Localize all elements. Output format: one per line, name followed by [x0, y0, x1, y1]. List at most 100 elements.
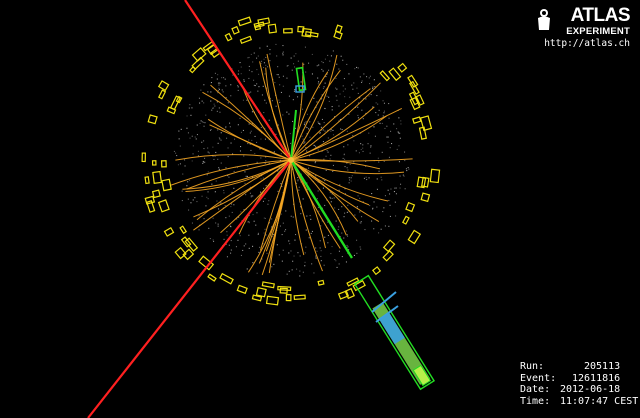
tracker-hit [387, 136, 389, 138]
tracker-hit [300, 181, 302, 183]
tracker-hit [402, 174, 404, 176]
tracker-hit [398, 161, 400, 163]
tracker-hit [317, 149, 319, 151]
tracker-hit [275, 105, 277, 107]
tracker-hit [395, 215, 397, 217]
event-row: Event:12611816 [520, 373, 638, 385]
tracker-hit [256, 83, 258, 85]
tracker-hit [271, 226, 273, 228]
tracker-hit [186, 185, 188, 187]
time-value: 11:07:47 CEST [560, 395, 639, 407]
calorimeter-tower [151, 160, 157, 166]
tracker-hit [227, 156, 229, 158]
tracker-hit [264, 228, 266, 230]
tracker-hit [394, 187, 396, 189]
tracker-hit [320, 250, 322, 252]
tracker-hit [262, 177, 264, 179]
tracker-hit [251, 71, 253, 73]
tracker-hit [240, 211, 242, 213]
tracker-hit [217, 223, 219, 225]
tracker-hit [290, 215, 292, 217]
calorimeter-tower [333, 30, 343, 40]
tracker-hit [318, 64, 320, 66]
tracker-hit [325, 76, 327, 78]
calorimeter-tower [265, 295, 280, 306]
tracker-hit [231, 211, 233, 213]
tracker-hit [291, 269, 293, 271]
muon-track-upper [184, 0, 292, 161]
atlas-figure-icon [538, 9, 550, 30]
tracker-hit [245, 243, 247, 245]
calorimeter-tower [283, 28, 293, 34]
tracker-hit [323, 158, 325, 160]
tracker-hit [282, 51, 284, 53]
tracker-hit [319, 123, 321, 125]
tracker-hit [264, 138, 266, 140]
tracker-hit [344, 212, 346, 214]
tracker-hit [248, 222, 250, 224]
tracker-hit [359, 246, 361, 248]
tracker-hit [260, 191, 262, 193]
tracker-hit [203, 84, 205, 86]
tracker-hit [348, 73, 350, 75]
tracker-hit [258, 73, 260, 75]
tracker-hit [184, 165, 186, 167]
tracker-hit [318, 87, 320, 89]
tracker-hit [306, 182, 308, 184]
tracker-hit [315, 175, 317, 177]
tracker-hit [223, 192, 225, 194]
tracker-hit [378, 232, 380, 234]
tracker-hit [349, 163, 351, 165]
tracker-hit [365, 165, 367, 167]
tracker-hit [376, 95, 378, 97]
tracker-hit [200, 120, 202, 122]
tracker-hit [277, 190, 279, 192]
tracker-hit [400, 183, 402, 185]
tracker-hit [346, 162, 348, 164]
tracker-hit [319, 132, 321, 134]
tracker-hit [226, 231, 228, 233]
tracker-hit [201, 195, 203, 197]
tracker-hit [250, 196, 252, 198]
tracker-hit [380, 228, 382, 230]
tracker-hit [288, 252, 290, 254]
tracker-hit [248, 139, 250, 141]
calorimeter-tower [166, 106, 177, 115]
tracker-hit [214, 191, 216, 193]
tracker-hit [335, 260, 337, 262]
tracker-hit [327, 221, 329, 223]
calorimeter-tower [160, 160, 167, 168]
tracker-hit [212, 146, 214, 148]
tracker-hit [317, 77, 319, 79]
tracker-hit [226, 234, 228, 236]
tracker-hit [336, 266, 338, 268]
tracker-hit [348, 113, 350, 115]
tracker-hit [377, 114, 379, 116]
calorimeter-tower [151, 189, 161, 199]
tracker-hit [384, 195, 386, 197]
tracker-hit [327, 151, 329, 153]
tracker-hit [280, 183, 282, 185]
tracker-hit [353, 82, 355, 84]
tracker-hit [324, 204, 326, 206]
tracker-hit [331, 109, 333, 111]
interaction-vertex [288, 157, 294, 163]
tracker-hit [363, 73, 365, 75]
tracker-hit [212, 217, 214, 219]
tracker-hit [356, 252, 358, 254]
tracker-hit [371, 193, 373, 195]
tracker-hit [225, 243, 227, 245]
tracker-hit [202, 162, 204, 164]
tracker-hit [311, 73, 313, 75]
calorimeter-tower [207, 273, 217, 282]
forward-cluster-crossbar-2 [375, 305, 399, 323]
tracker-hit [323, 122, 325, 124]
tracker-hit [264, 217, 266, 219]
tracker-hit [225, 126, 227, 128]
tracker-hit [259, 148, 261, 150]
tracker-hit [362, 144, 364, 146]
tracker-hit [233, 170, 235, 172]
tracker-hit [358, 152, 360, 154]
tracker-hit [306, 113, 308, 115]
tracker-hit [335, 95, 337, 97]
